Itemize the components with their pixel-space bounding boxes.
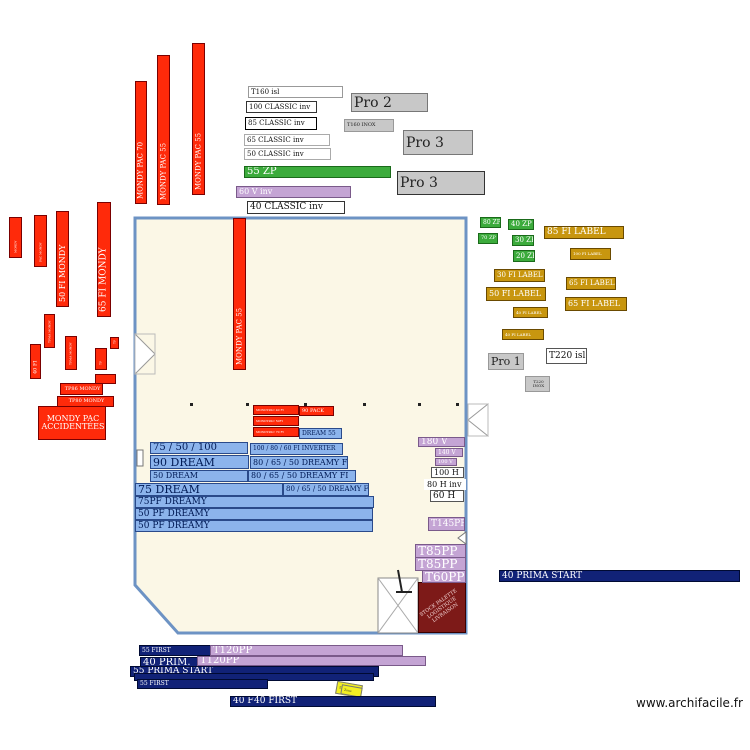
label-80-h-inv[interactable]: 80 H inv	[424, 479, 466, 490]
stock-palette-text: STOCK PALETTE LOGISTIQUE LIVRAISON	[418, 587, 460, 624]
pallet-50fi-mondy[interactable]: 50 FI MONDY	[56, 211, 69, 307]
label-30-zp[interactable]: 30 ZP	[512, 235, 534, 246]
label-50pf-dreamy-b[interactable]: 50 PF DREAMY	[135, 520, 373, 532]
label-mondypac-50fi[interactable]: MONDYPAC 50FI	[253, 416, 299, 426]
pallet-red-left-3[interactable]: TPMA MONDY	[44, 314, 55, 348]
label-inverter[interactable]: 100 / 80 / 60 FI INVERTER	[250, 443, 343, 455]
label-t160-inox[interactable]: T160 INOX	[344, 119, 394, 132]
door-right	[467, 402, 489, 438]
label-75-dream[interactable]: 75 DREAM	[135, 483, 283, 496]
label-60-h[interactable]: 60 H	[430, 490, 464, 502]
label-65-classic-inv[interactable]: 65 CLASSIC inv	[244, 134, 330, 146]
label-t85pp-b[interactable]: T85PP	[415, 557, 466, 571]
label-t220-isl[interactable]: T220 isl	[546, 348, 587, 364]
rack-marker	[456, 403, 459, 406]
rack-marker	[190, 403, 193, 406]
pallet-65fi-mondy[interactable]: 65 FI MONDY	[97, 202, 111, 317]
label-dreamy-fi-a[interactable]: 80 / 65 / 50 DREAMY FI	[250, 456, 348, 469]
label-80-zp[interactable]: 80 ZP	[480, 217, 501, 228]
pallet-red-left-5[interactable]: TPMA MONDY	[65, 336, 77, 370]
label-t120pp-a[interactable]: T120PP	[210, 645, 403, 656]
label-55-first-b[interactable]: 55 FIRST	[137, 679, 268, 689]
rack-marker	[418, 403, 421, 406]
forklift-icon	[396, 569, 412, 593]
label-90-dream[interactable]: 90 DREAM	[150, 455, 249, 469]
label-t160-isl[interactable]: T160 isl	[248, 86, 343, 98]
label-140-v[interactable]: 140 V	[435, 448, 463, 457]
label-50-dream[interactable]: 50 DREAM	[150, 470, 248, 482]
label-65-fi-label-b[interactable]: 65 FI LABEL	[565, 297, 627, 311]
label-100-classic-inv[interactable]: 100 CLASSIC inv	[246, 101, 317, 113]
label-50-classic-inv[interactable]: 50 CLASSIC inv	[244, 148, 331, 160]
label-dream-stack-a[interactable]: 75 / 50 / 100	[150, 442, 248, 454]
label-pro-3-a[interactable]: Pro 3	[403, 130, 473, 155]
pallet-mondy-pac-70[interactable]: MONDY PAC 70	[135, 81, 147, 204]
label-40-fi-label-b[interactable]: 40 FI LABEL	[502, 329, 544, 340]
label-20-zp[interactable]: 20 ZP	[513, 250, 535, 262]
label-mondypac-40fi[interactable]: MONDYPAC 40 FI	[253, 405, 299, 415]
door-left-frame	[134, 333, 156, 375]
label-85-classic-inv[interactable]: 85 CLASSIC inv	[245, 117, 317, 130]
pallet-mondy-pac-55-inner[interactable]: MONDY PAC 55	[233, 218, 246, 370]
label-100-fi-label[interactable]: 100 FI LABEL	[570, 248, 611, 260]
pallet-red-left-1[interactable]: MONDY	[9, 217, 22, 258]
label-dream-55[interactable]: DREAM 55	[299, 428, 342, 439]
pallet-mondy-pac-accidentees[interactable]: MONDY PAC ACCIDENTÉES	[38, 406, 106, 440]
corner-marker	[457, 531, 467, 545]
label-65-fi-label-a[interactable]: 65 FI LABEL	[566, 277, 616, 290]
label-180-v[interactable]: 180 V	[418, 437, 465, 447]
pallet-red-left-6[interactable]: TP	[95, 348, 107, 370]
label-70-zp[interactable]: 70 ZP	[478, 233, 498, 244]
label-30-fi-label[interactable]: 30 FI LABEL	[494, 269, 545, 282]
stock-palette-box: STOCK PALETTE LOGISTIQUE LIVRAISON	[418, 582, 466, 633]
label-50-fi-label[interactable]: 50 FI LABEL	[486, 287, 546, 301]
label-90-pack[interactable]: 90 PACK	[299, 406, 334, 416]
pallet-red-left-2[interactable]: PAC MONDY	[34, 215, 47, 267]
label-40-first-a[interactable]: 40 F	[230, 696, 436, 707]
pallet-red-small-a[interactable]	[95, 374, 116, 384]
label-mondypac-70fi[interactable]: MONDYPAC 70 FI	[253, 427, 299, 437]
watermark: www.archifacile.fr	[636, 696, 743, 710]
label-pro-3-b[interactable]: Pro 3	[397, 171, 485, 195]
label-t85pp-a[interactable]: T85PP	[415, 544, 466, 558]
label-60-v-inv[interactable]: 60 V inv	[236, 186, 351, 198]
label-85-fi-label[interactable]: 85 FI LABEL	[544, 226, 624, 239]
label-dreamy-fi-c[interactable]: 80 / 65 / 50 DREAMY FI	[283, 483, 369, 496]
label-100-v[interactable]: 100 V	[435, 458, 457, 466]
label-pro-1[interactable]: Pro 1	[488, 353, 524, 370]
label-t60pp[interactable]: T60PP	[422, 570, 466, 583]
rack-marker	[246, 403, 249, 406]
pallet-mondy-pac-55-tall[interactable]: MONDY PAC 55	[192, 43, 205, 195]
label-t220-inox[interactable]: T220 INOX	[525, 376, 550, 392]
label-40-fi-label-a[interactable]: 40 FI LABEL	[513, 307, 548, 318]
rack-marker	[304, 403, 307, 406]
label-t120pp-b[interactable]: T120PP	[197, 656, 426, 666]
small-door-marker	[136, 449, 144, 467]
label-40-classic-inv[interactable]: 40 CLASSIC inv	[247, 201, 345, 214]
label-55-zp[interactable]: 55 ZP	[244, 166, 391, 178]
label-t145pp[interactable]: T145PP	[428, 517, 465, 531]
pallet-tp86-mondy[interactable]: TP86 MONDY	[60, 383, 103, 395]
label-40-first-b[interactable]: 40 FIRST	[254, 696, 298, 706]
loading-cross-b	[377, 577, 419, 634]
label-40-prima-start-right[interactable]: 40 PRIMA START	[499, 570, 740, 582]
pallet-red-left-4[interactable]: 40 FI	[30, 344, 41, 379]
pallet-mondy-pac-55-top[interactable]: MONDY PAC 55	[157, 55, 170, 205]
rack-marker	[363, 403, 366, 406]
label-50pf-dreamy-a[interactable]: 50 PF DREAMY	[135, 508, 373, 520]
door-right-frame	[467, 403, 489, 437]
pallet-red-left-7[interactable]: TP	[110, 337, 119, 349]
label-dreamy-fi-b[interactable]: 80 / 65 / 50 DREAMY FI	[248, 470, 356, 482]
label-40-zp[interactable]: 40 ZP	[508, 219, 534, 230]
label-75pf-dreamy[interactable]: 75PF DREAMY	[135, 496, 374, 508]
label-100-h[interactable]: 100 H	[431, 467, 464, 478]
label-pro-2[interactable]: Pro 2	[351, 93, 428, 112]
